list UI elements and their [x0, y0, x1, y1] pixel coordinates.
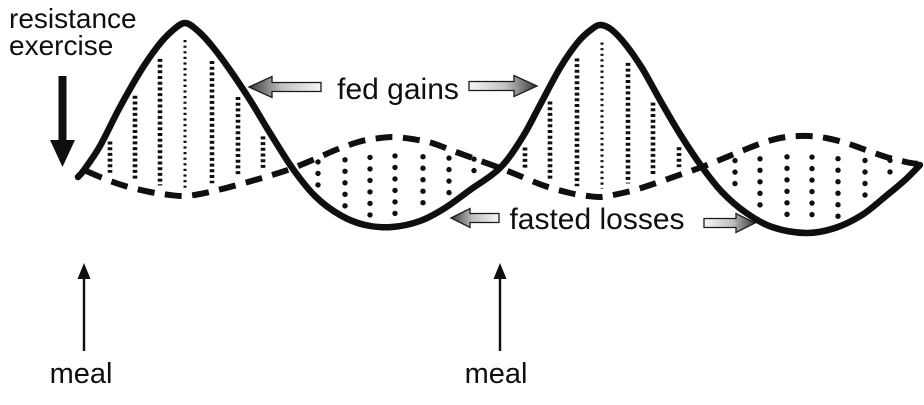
- trough-fill-dot: [809, 211, 815, 218]
- trough-fill-dot: [367, 154, 373, 161]
- dashed-wave-curve: [84, 132, 919, 201]
- trough-fill-dot: [809, 188, 815, 195]
- meal-arrow-right: [493, 263, 507, 351]
- trough-fill-dot: [835, 202, 841, 208]
- trough-fill-dot: [732, 169, 738, 175]
- trough-fill-dot: [315, 170, 321, 177]
- trough-fill-dot: [835, 179, 841, 185]
- trough-fill-dot: [809, 200, 815, 206]
- trough-fill-dot: [471, 156, 477, 162]
- trough-fill-dot: [809, 177, 815, 183]
- trough-fill-dot: [367, 189, 373, 195]
- meal-arrow-left-head: [77, 263, 91, 279]
- trough-fill-dot: [887, 169, 893, 175]
- trough-fill-dot: [446, 189, 452, 196]
- trough-fill-dot: [757, 179, 763, 185]
- trough-fill-dot: [367, 166, 373, 172]
- trough-fill-dot: [420, 200, 426, 206]
- trough-fill-dot: [809, 165, 815, 172]
- trough-fill-dot: [784, 200, 790, 206]
- trough-fill-dot: [392, 199, 398, 205]
- trough-fill-dot: [757, 156, 763, 162]
- trough-fill-dot: [342, 168, 348, 174]
- trough-fill-dot: [392, 176, 398, 182]
- trough-fill-dot: [835, 167, 841, 173]
- trough-fill-dot: [315, 159, 321, 165]
- trough-fill-dot: [392, 187, 398, 194]
- trough-fill-dot: [392, 210, 398, 217]
- trough-fill-dot: [420, 154, 426, 160]
- trough-fill-dot: [757, 190, 763, 196]
- trough-fill-dot: [420, 177, 426, 183]
- resistance-exercise-label-line2: exercise: [9, 30, 114, 61]
- trough-fill-dot: [367, 200, 373, 207]
- resistance-exercise-down-arrow: [50, 76, 75, 167]
- trough-fill-dot: [835, 213, 841, 219]
- trough-fill-dot: [862, 157, 868, 164]
- trough-fill-dot: [784, 154, 790, 160]
- dashed-wave: [84, 132, 919, 201]
- resistance-exercise-arrow: [50, 76, 75, 167]
- trough-fill-dot: [342, 157, 348, 163]
- trough-fill-dot: [784, 188, 790, 194]
- fasted-losses-right-arrow-group: [703, 212, 757, 234]
- fasted-losses-right-arrow: [703, 212, 757, 234]
- trough-fill-dots: [315, 153, 893, 219]
- trough-fill-dot: [835, 190, 841, 196]
- trough-fill-dot: [315, 182, 321, 188]
- trough-fill-dot: [784, 211, 790, 217]
- trough-fill-dot: [757, 202, 763, 208]
- trough-fill-dot: [862, 169, 868, 175]
- fed-gains-right-arrow: [468, 74, 539, 98]
- trough-fill-dot: [732, 180, 738, 187]
- trough-fill-dot: [835, 156, 841, 162]
- trough-fill-dot: [732, 157, 738, 164]
- meal-label-right: meal: [464, 358, 528, 390]
- trough-fill-dot: [809, 154, 815, 160]
- trough-fill-dot: [367, 212, 373, 218]
- solid-wave: [74, 19, 924, 237]
- trough-fill-dot: [784, 165, 790, 171]
- trough-fill-dot: [446, 178, 452, 184]
- trough-fill-dot: [342, 191, 348, 197]
- resistance-exercise-label: resistance exercise: [9, 3, 137, 61]
- trough-fill-dot: [446, 155, 452, 161]
- solid-wave-curve: [74, 19, 924, 237]
- trough-fill-dot: [862, 180, 868, 187]
- fed-gains-left-arrow-group: [247, 75, 322, 99]
- trough-fill-dot: [784, 177, 790, 183]
- peak-fill-columns: [107, 40, 682, 189]
- trough-fill-dot: [757, 167, 763, 173]
- trough-fill-dot: [342, 203, 348, 209]
- fed-gains-left-arrow: [247, 75, 322, 99]
- trough-fill-dot: [392, 164, 398, 171]
- fasted-losses-left-arrow-group: [449, 207, 500, 229]
- fed-gains-right-arrow-group: [468, 74, 539, 98]
- resistance-exercise-label-line1: resistance: [9, 3, 137, 34]
- trough-fill-dot: [392, 153, 398, 159]
- trough-fill-dot: [471, 167, 477, 174]
- trough-fill-dot: [367, 177, 373, 184]
- trough-fill-dot: [862, 192, 868, 198]
- trough-fill-dot: [342, 180, 348, 186]
- meal-arrow-right-head: [493, 263, 507, 279]
- fed-gains-label: fed gains: [337, 73, 459, 106]
- fasted-losses-left-arrow: [449, 207, 500, 229]
- trough-fill-dot: [420, 165, 426, 171]
- fasted-losses-label: fasted losses: [509, 203, 685, 236]
- trough-fill-dot: [420, 188, 426, 194]
- meal-label-left: meal: [49, 358, 113, 390]
- trough-fill-dot: [446, 166, 452, 173]
- meal-arrow-left: [77, 263, 91, 351]
